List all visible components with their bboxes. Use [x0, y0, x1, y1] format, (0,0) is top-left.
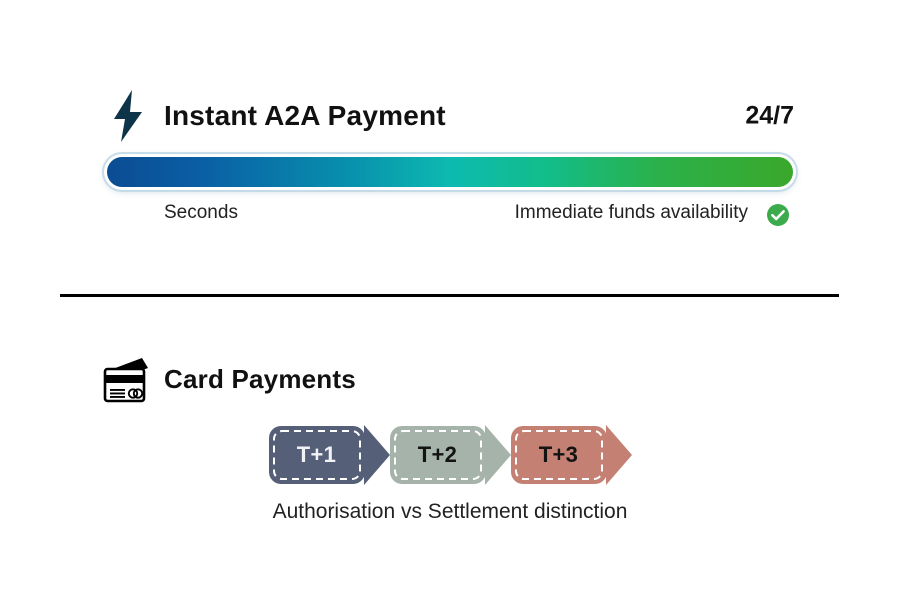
speed-gradient-bar	[104, 154, 796, 190]
check-circle-icon	[767, 204, 789, 226]
card-payments-section: Card Payments T+1	[0, 350, 900, 523]
chevron-shape-t1	[269, 425, 390, 485]
timeline-step-t1: T+1	[268, 425, 391, 485]
speed-bar-labels: Seconds Immediate funds availability	[104, 202, 796, 232]
credit-card-icon	[103, 358, 148, 403]
section-divider	[60, 294, 839, 297]
instant-a2a-section: Instant A2A Payment 24/7 Seconds Immedia…	[0, 80, 900, 226]
card-payments-title: Card Payments	[164, 364, 356, 394]
card-payments-header: Card Payments	[102, 350, 900, 416]
timeline-step-t3: T+3	[510, 425, 633, 485]
timeline-step-t2: T+2	[389, 425, 512, 485]
card-payments-caption: Authorisation vs Settlement distinction	[272, 500, 628, 523]
settlement-timeline: T+1 T+2 T+3	[0, 425, 900, 485]
chevron-shape-t2	[390, 425, 511, 485]
instant-a2a-title: Instant A2A Payment	[164, 100, 446, 131]
speed-gradient-fill	[107, 157, 793, 187]
availability-badge: 24/7	[745, 101, 794, 130]
instant-a2a-header: Instant A2A Payment 24/7	[106, 80, 794, 152]
speed-label-funds-availability: Immediate funds availability	[514, 202, 748, 223]
lightning-bolt-icon	[114, 90, 142, 142]
speed-label-seconds: Seconds	[164, 202, 238, 223]
chevron-shape-t3	[511, 425, 632, 485]
